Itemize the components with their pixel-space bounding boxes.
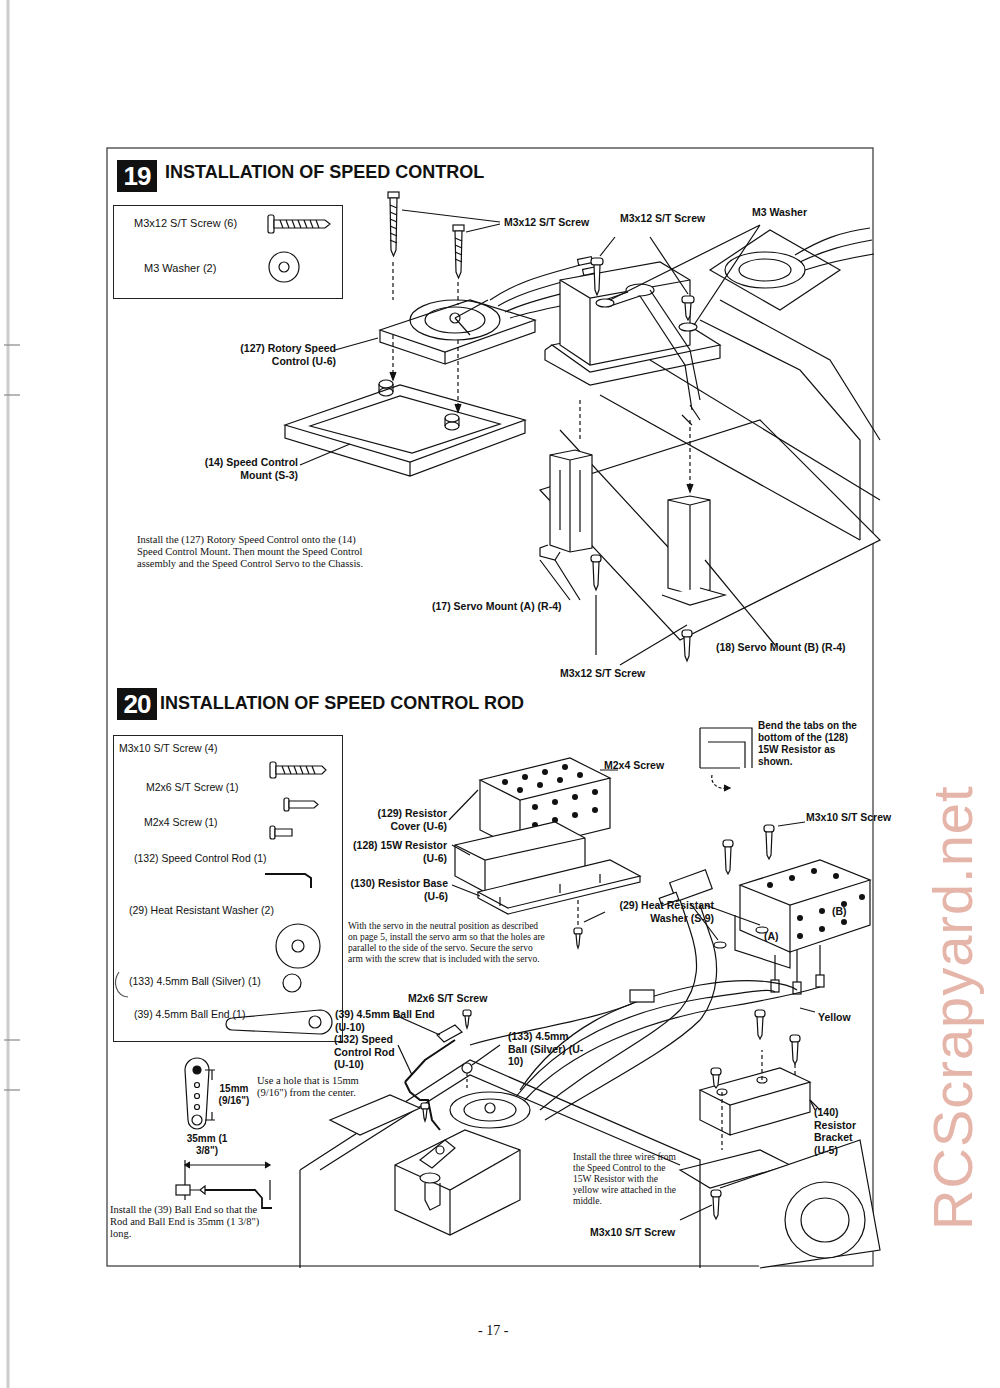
- screw-label: M3x10 S/T Screw: [590, 1226, 675, 1239]
- part-label: (29) Heat Resistant Washer (S-9): [606, 899, 714, 924]
- terminal-label: (A): [764, 930, 779, 943]
- instruction-note: Install the (127) Rotory Speed Control o…: [137, 534, 369, 570]
- part-label: (17) Servo Mount (A) (R-4): [432, 600, 562, 613]
- servo-assembly: [540, 225, 880, 665]
- part-entry: (132) Speed Control Rod (1): [134, 852, 267, 865]
- speed-control-exploded: [285, 192, 607, 476]
- parts-list-box: M3x10 S/T Screw (4) M2x6 S/T Screw (1) M2x…: [113, 735, 343, 1042]
- part-label: (128) 15W Resistor (U-6): [343, 839, 447, 864]
- dimension: 35mm (1 3/8"): [177, 1133, 237, 1157]
- part-label: (39) 4.5mm Ball End (U-10): [335, 1008, 450, 1033]
- dimension: 15mm (9/16"): [214, 1083, 254, 1107]
- part-entry: (133) 4.5mm Ball (Silver) (1): [129, 975, 261, 988]
- part-label: (127) Rotory Speed Control (U-6): [236, 342, 336, 367]
- instruction-note: Install the (39) Ball End so that the Ro…: [110, 1204, 270, 1240]
- page-number: - 17 -: [478, 1323, 508, 1339]
- screw-label: M3x10 S/T Screw: [806, 811, 891, 824]
- part-entry: M2x6 S/T Screw (1): [146, 781, 239, 794]
- parts-list-box: M3x12 S/T Screw (6) M3 Washer (2): [113, 205, 343, 299]
- page-frame: [107, 148, 873, 1266]
- part-label: (18) Servo Mount (B) (R-4): [716, 641, 846, 654]
- washer-label: M3 Washer: [752, 206, 807, 219]
- parts-icons-19: [268, 215, 330, 282]
- instruction-note: With the servo in the neutral position a…: [348, 921, 548, 965]
- screw-label: M3x12 S/T Screw: [620, 212, 705, 225]
- part-entry: M2x4 Screw (1): [144, 816, 218, 829]
- instruction-note: Use a hole that is 15mm (9/16") from the…: [257, 1075, 367, 1099]
- binding-marks: [4, 0, 20, 1388]
- servo-arm-detail: [185, 1058, 215, 1129]
- part-label: (133) 4.5mm Ball (Silver) (U-10): [508, 1030, 584, 1068]
- watermark: RCScrapyard.net: [925, 785, 981, 1230]
- parts-icons-20: [116, 762, 332, 1034]
- step-heading: INSTALLATION OF SPEED CONTROL: [165, 162, 484, 184]
- part-entry: (29) Heat Resistant Washer (2): [129, 904, 274, 917]
- chassis-servo-20: [300, 1010, 700, 1268]
- step-number: 20: [117, 688, 157, 720]
- screw-label: M2x4 Screw: [604, 759, 664, 772]
- screw-label: M2x6 S/T Screw: [408, 992, 487, 1005]
- part-label: (129) Resistor Cover (U-6): [352, 807, 447, 832]
- screw-label: M3x12 S/T Screw: [504, 216, 589, 229]
- terminal-label: (B): [832, 905, 847, 918]
- instruction-note: Bend the tabs on the bottom of the (128)…: [758, 720, 870, 768]
- part-entry: M3x10 S/T Screw (4): [119, 742, 217, 755]
- rod-length-detail: [176, 1160, 272, 1208]
- wire-color-label: Yellow: [818, 1011, 851, 1024]
- step-heading: INSTALLATION OF SPEED CONTROL ROD: [160, 693, 524, 715]
- part-label: (130) Resistor Base (U-6): [348, 877, 448, 902]
- screw-label: M3x12 S/T Screw: [560, 667, 645, 680]
- part-label: (132) Speed Control Rod (U-10): [334, 1033, 409, 1071]
- part-entry: M3x12 S/T Screw (6): [134, 217, 237, 230]
- part-entry: (39) 4.5mm Ball End (1): [134, 1008, 245, 1021]
- resistor-exploded: [449, 728, 752, 948]
- part-label: (140) Resistor Bracket (U-5): [814, 1106, 869, 1156]
- step-number: 19: [117, 160, 157, 192]
- part-label: (14) Speed Control Mount (S-3): [186, 456, 298, 481]
- instruction-note: Install the three wires from the Speed C…: [573, 1152, 685, 1207]
- part-entry: M3 Washer (2): [144, 262, 216, 275]
